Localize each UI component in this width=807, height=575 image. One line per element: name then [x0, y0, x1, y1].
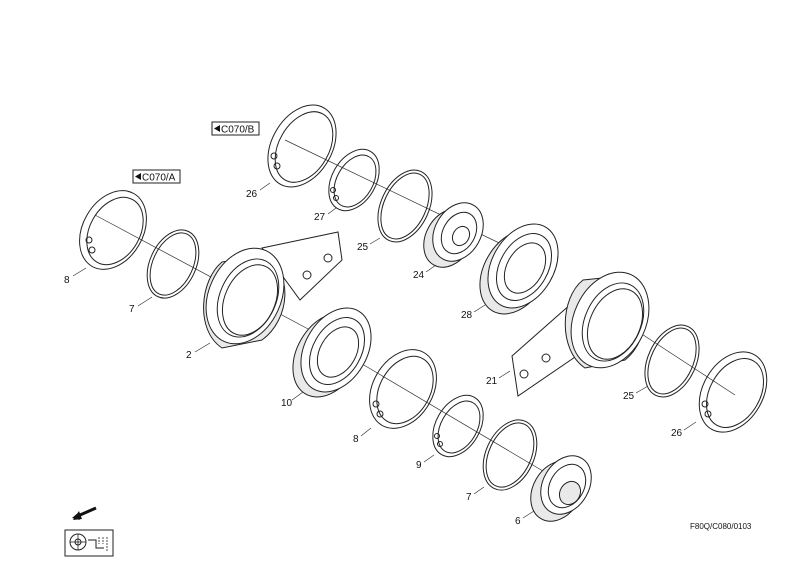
- part-25-ring-top: [377, 169, 433, 243]
- part-number-7-bottom: 7: [466, 492, 472, 503]
- part-26-snap-ring-right: [698, 351, 768, 433]
- part-24-sleeve: [423, 202, 484, 268]
- part-8-snap-ring-left: [79, 190, 147, 270]
- part-number-25-top: 25: [357, 242, 369, 253]
- part-25-ring-right: [644, 324, 700, 398]
- part-27-circlip: [328, 148, 380, 212]
- part-number-28: 28: [461, 310, 473, 321]
- reference-label-c070-a: C070/A: [142, 173, 176, 184]
- part-number-9: 9: [416, 460, 422, 471]
- part-number-27: 27: [314, 212, 326, 223]
- part-9-circlip: [432, 394, 484, 458]
- leader-lines: [72, 182, 697, 519]
- part-number-2: 2: [186, 350, 192, 361]
- part-number-21: 21: [486, 376, 498, 387]
- part-10-bearing: [292, 307, 372, 398]
- part-6-cap: [530, 455, 592, 522]
- part-26-snap-ring-top: [267, 104, 337, 188]
- part-21-housing: [511, 271, 650, 397]
- part-number-26-top: 26: [246, 189, 258, 200]
- drawing-code: F80Q/C080/0103: [690, 522, 752, 531]
- part-8-snap-ring-mid: [369, 349, 437, 429]
- part-number-8-mid: 8: [353, 434, 359, 445]
- part-7-ring-bottom: [482, 419, 538, 491]
- part-number-25-right: 25: [623, 391, 635, 402]
- pointer-left-icon: [214, 125, 220, 132]
- machine-symbol-icon: [64, 529, 114, 557]
- part-number-26-right: 26: [671, 428, 683, 439]
- reference-label-c070-b: C070/B: [221, 125, 255, 136]
- part-number-7-left: 7: [129, 304, 135, 315]
- reference-box-c070-a[interactable]: C070/A: [132, 169, 181, 184]
- part-28-bearing: [479, 223, 559, 315]
- part-7-ring-left: [146, 229, 200, 299]
- axis-line-bottom: [329, 344, 576, 491]
- arrow-down-left-icon: [72, 506, 97, 520]
- reference-box-c070-b[interactable]: C070/B: [211, 121, 260, 136]
- part-number-6: 6: [515, 516, 521, 527]
- pointer-left-icon: [135, 173, 141, 180]
- part-number-24: 24: [413, 270, 425, 281]
- part-number-8-left: 8: [64, 275, 70, 286]
- part-2-housing: [203, 231, 343, 349]
- part-number-10: 10: [281, 398, 293, 409]
